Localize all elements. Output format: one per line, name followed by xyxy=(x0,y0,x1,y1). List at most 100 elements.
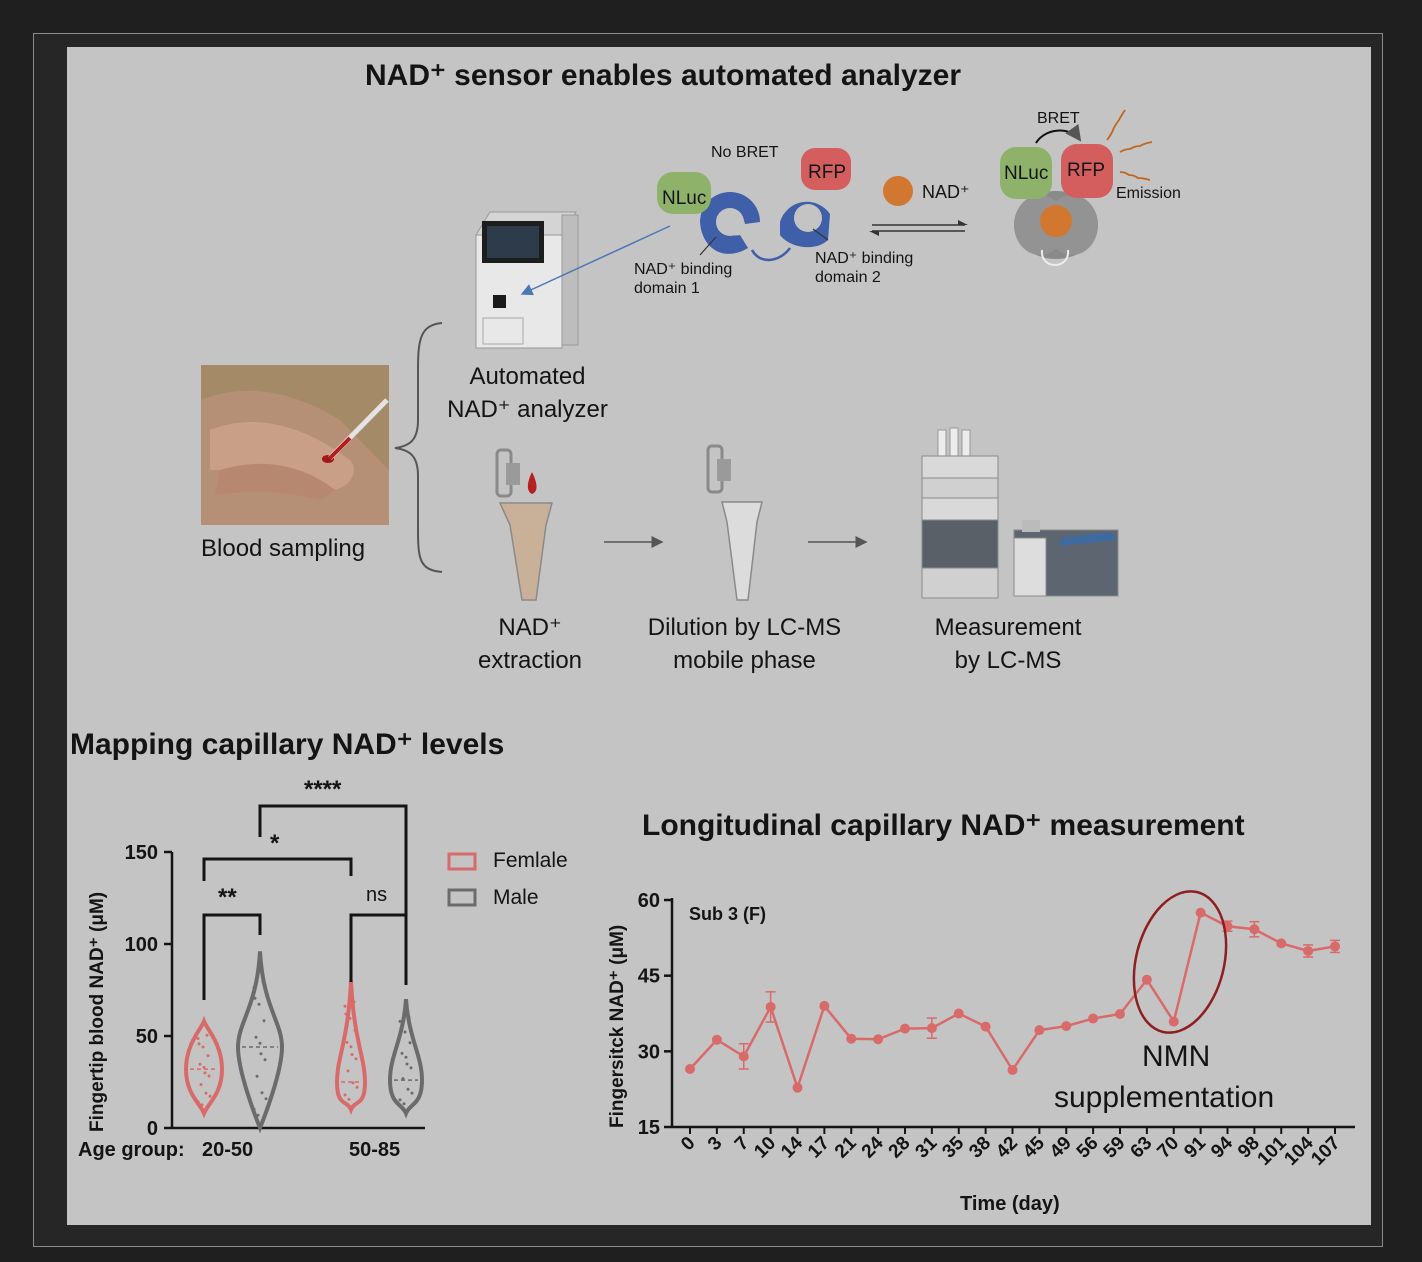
violin-point xyxy=(256,1113,260,1117)
measurement-label: Measurement by LC-MS xyxy=(908,611,1108,677)
line-x-tick-label: 107 xyxy=(1307,1133,1344,1170)
violin-point xyxy=(259,1052,263,1056)
violin-y-tick-label: 50 xyxy=(136,1026,158,1048)
legend-male-label: Male xyxy=(493,886,539,909)
nad-molecule xyxy=(883,176,913,206)
violin-point xyxy=(409,1066,413,1070)
data-point xyxy=(1195,907,1206,918)
line-x-tick-label: 35 xyxy=(938,1132,968,1162)
data-point xyxy=(819,1000,830,1011)
violin-x-group-1: 20-50 xyxy=(202,1139,254,1161)
line-x-tick-label: 94 xyxy=(1207,1132,1237,1162)
measurement-label-line2: by LC-MS xyxy=(954,647,1062,674)
line-x-tick-label: 63 xyxy=(1127,1133,1157,1163)
dilution-label-line2: mobile phase xyxy=(673,647,816,674)
line-y-tick-label: 15 xyxy=(638,1117,660,1139)
equilibrium-arrows xyxy=(869,220,968,236)
data-point xyxy=(1276,938,1287,949)
line-x-tick-label: 49 xyxy=(1046,1133,1076,1163)
domain1-line2: domain 1 xyxy=(634,280,700,297)
sensor-closed-state xyxy=(1000,123,1113,266)
emission-label: Emission xyxy=(1116,185,1181,202)
data-point xyxy=(1007,1064,1018,1075)
data-point xyxy=(1303,945,1314,956)
analyzer-icon xyxy=(475,211,579,349)
line-x-tick-label: 70 xyxy=(1153,1133,1183,1163)
violin-point xyxy=(253,996,257,1000)
violin-section-title: Mapping capillary NAD⁺ levels xyxy=(70,728,505,761)
extraction-label: NAD⁺ extraction xyxy=(450,611,610,677)
violin-point xyxy=(344,1012,348,1016)
violin-point xyxy=(208,1094,212,1098)
violin-point xyxy=(197,1042,201,1046)
line-x-tick-label: 31 xyxy=(912,1132,942,1162)
line-x-axis-label: Time (day) xyxy=(960,1193,1060,1215)
analyzer-label-line1: Automated xyxy=(469,363,586,390)
subject-label: Sub 3 (F) xyxy=(689,904,766,924)
line-x-tick-label: 7 xyxy=(731,1133,753,1155)
header-title: NAD⁺ sensor enables automated analyzer xyxy=(365,59,962,92)
data-point xyxy=(980,1021,991,1032)
sig-old: ns xyxy=(366,884,388,906)
violin-point xyxy=(258,1041,262,1045)
violin-point xyxy=(203,1071,207,1075)
violin-y-tick-label: 100 xyxy=(125,934,158,956)
extraction-tube-icon xyxy=(495,448,553,601)
data-point xyxy=(685,1063,695,1074)
violin-femlale-50-85 xyxy=(334,980,368,1115)
violin-point xyxy=(404,1055,408,1059)
analyzer-link-arrow xyxy=(520,225,671,296)
violin-point xyxy=(263,1058,267,1062)
data-point xyxy=(1034,1025,1045,1036)
violin-point xyxy=(345,1040,349,1044)
violin-y-axis-label: Fingertip blood NAD⁺ (μM) xyxy=(87,891,108,1132)
line-x-tick-label: 56 xyxy=(1073,1133,1103,1163)
rfp-label-closed: RFP xyxy=(1067,160,1105,181)
violin-point xyxy=(207,1074,211,1078)
violin-legend-swatches xyxy=(447,852,477,907)
domain2-line2: domain 2 xyxy=(815,269,881,286)
branch-brace xyxy=(394,322,443,573)
data-point xyxy=(1141,974,1152,985)
data-point xyxy=(873,1034,884,1045)
data-point xyxy=(1249,924,1260,935)
violin-point xyxy=(205,1033,209,1037)
line-x-tick-label: 14 xyxy=(777,1132,807,1162)
line-y-tick-label: 60 xyxy=(638,890,660,912)
violin-point xyxy=(252,1107,256,1111)
data-point xyxy=(1088,1013,1099,1024)
blood-sampling-photo xyxy=(201,365,389,525)
violin-shapes xyxy=(183,951,425,1134)
violin-point xyxy=(343,1004,347,1008)
violin-point xyxy=(254,1035,258,1039)
violin-point xyxy=(260,1091,264,1095)
emission-waves xyxy=(1106,109,1153,181)
legend-female-label: Femlale xyxy=(493,849,568,872)
data-point xyxy=(953,1008,964,1019)
violin-point xyxy=(198,1062,202,1066)
violin-point xyxy=(206,1054,210,1058)
data-point xyxy=(765,1001,776,1012)
nmn-highlight-ellipse xyxy=(1132,890,1228,1034)
violin-point xyxy=(354,1057,358,1061)
violin-point xyxy=(196,1036,200,1040)
violin-point xyxy=(347,1097,351,1101)
dilution-label-line1: Dilution by LC-MS xyxy=(647,614,842,641)
violin-point xyxy=(350,1052,354,1056)
nad-label: NAD⁺ xyxy=(922,182,970,202)
no-bret-label: No BRET xyxy=(711,144,779,161)
violin-point xyxy=(353,1028,357,1032)
violin-point xyxy=(252,986,256,990)
bret-label: BRET xyxy=(1037,110,1080,127)
violin-point xyxy=(407,1015,411,1019)
violin-point xyxy=(398,1098,402,1102)
violin-point xyxy=(200,1103,204,1107)
violin-point xyxy=(262,1019,266,1023)
violin-point xyxy=(204,1091,208,1095)
domain1-line1: NAD⁺ binding xyxy=(634,261,733,278)
dilution-label: Dilution by LC-MS mobile phase xyxy=(622,611,867,677)
analyzer-label-line2: NAD⁺ analyzer xyxy=(447,396,608,423)
data-point xyxy=(1168,1016,1179,1027)
violin-point xyxy=(264,1097,268,1101)
